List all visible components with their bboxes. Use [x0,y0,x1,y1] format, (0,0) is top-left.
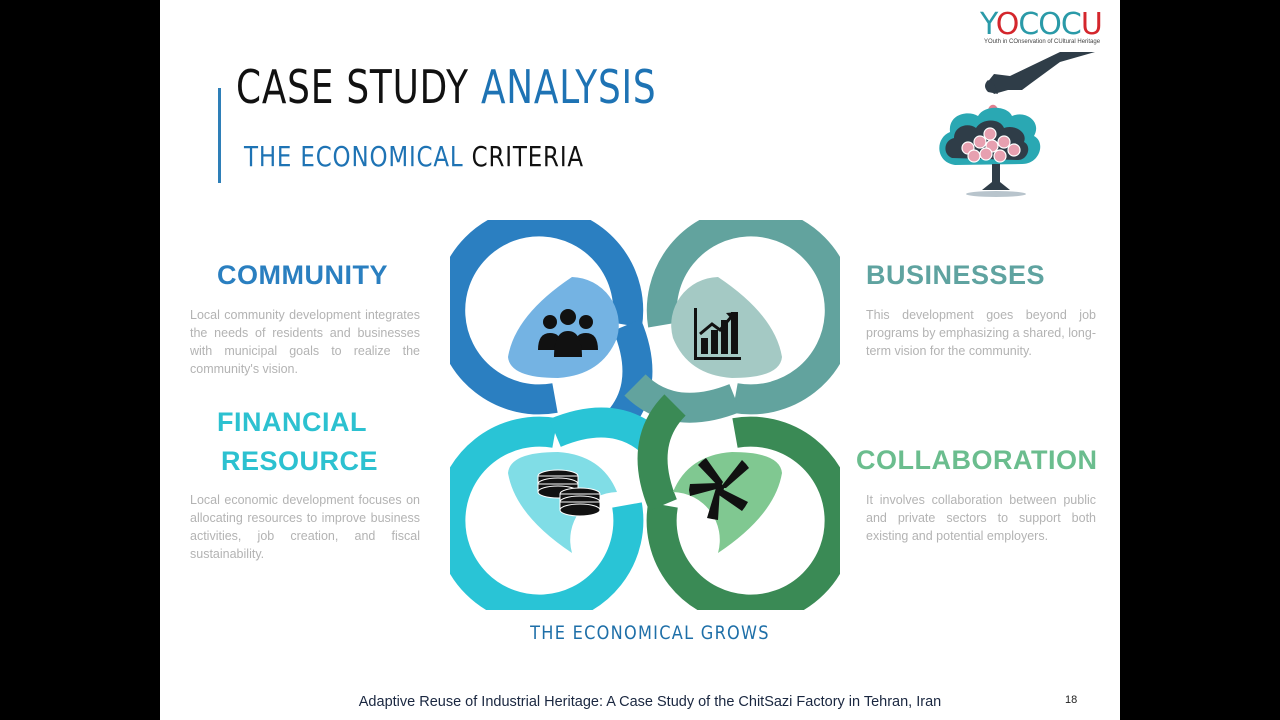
leaf-bottom-right [673,452,782,553]
title-accent-bar [218,88,221,183]
brain-coins-illustration [939,52,1095,197]
financial-resource-title-line1: FINANCIAL [217,407,367,437]
financial-resource-title-line2: RESOURCE [221,446,379,476]
yococu-logo: YOCOCU YOuth in COnservation of CUltural… [980,7,1103,46]
ring-bottom-right [646,416,840,610]
ring-top-right [646,220,840,415]
community-description: Local community development integrates t… [190,308,420,376]
economic-criteria-diagram [450,220,840,610]
ring-connector-tr [624,374,741,423]
hands-together-icon [689,458,749,520]
people-group-icon [538,309,598,357]
ring-bottom-left [450,416,644,610]
financial-resource-description: Local economic development focuses on al… [190,493,420,561]
businesses-title: BUSINESSES [866,260,1046,290]
collaboration-title: COLLABORATION [856,445,1098,475]
slide-title: CASE STUDY ANALYSIS [236,60,657,114]
slide-subtitle: THE ECONOMICAL CRITERIA [244,140,584,173]
slide: CASE STUDY ANALYSIS THE ECONOMICAL CRITE… [160,0,1120,720]
growth-chart-icon [694,308,741,360]
footer-title: Adaptive Reuse of Industrial Heritage: A… [358,694,942,710]
businesses-description: This development goes beyond job program… [866,308,1096,358]
collaboration-description: It involves collaboration between public… [866,493,1096,543]
coins-icon [537,469,601,517]
ring-top-left [450,220,644,415]
ring-connector-br [637,394,686,511]
page-number: 18 [1065,694,1078,706]
diagram-caption: THE ECONOMICAL GROWS [530,622,770,644]
leaf-top-left [508,277,619,378]
community-title: COMMUNITY [217,260,388,290]
